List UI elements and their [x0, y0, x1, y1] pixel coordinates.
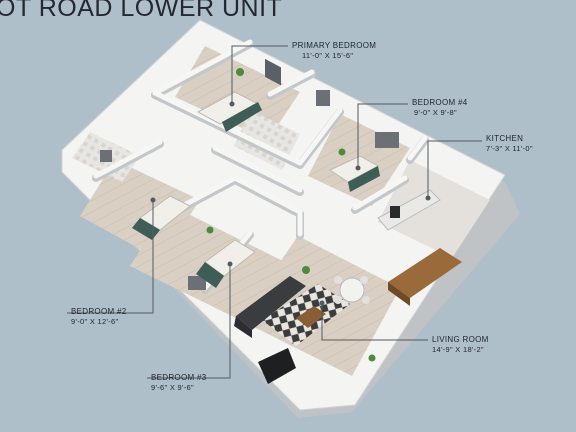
tv-console — [258, 348, 296, 384]
leader-primary — [231, 45, 288, 104]
plan-title: OT ROAD LOWER UNIT — [0, 0, 283, 22]
label-bedroom-3: BEDROOM #3 9'-6" X 9'-6" — [151, 373, 206, 392]
room-name: PRIMARY BEDROOM — [292, 41, 377, 50]
sofa — [236, 276, 306, 330]
leader-kitchen — [427, 140, 482, 198]
room-dimensions: 7'-3" X 11'-0" — [486, 144, 533, 153]
room-name: BEDROOM #2 — [71, 307, 127, 316]
room-dimensions: 9'-6" X 9'-6" — [151, 383, 194, 392]
room-name: BEDROOM #4 — [412, 98, 468, 107]
room-name: KITCHEN — [486, 134, 524, 143]
leader-bed2 — [67, 200, 154, 314]
label-bedroom-4: BEDROOM #4 9'-0" X 9'-8" — [412, 98, 467, 117]
sofa-back — [234, 316, 252, 338]
room-dimensions: 14'-9" X 18'-2" — [432, 345, 484, 354]
leader-living — [321, 303, 428, 341]
building-shell — [61, 19, 520, 418]
leader-bed4 — [357, 103, 408, 168]
room-dimensions: 9'-0" X 12'-6" — [71, 317, 119, 326]
windows — [100, 58, 399, 290]
dining-table — [339, 277, 365, 303]
room-dimensions: 11'-0" X 15'-6" — [302, 51, 354, 60]
living-room-furniture — [234, 276, 370, 384]
kitchen-counter — [377, 189, 441, 231]
label-kitchen: KITCHEN 7'-3" X 11'-0" — [486, 134, 533, 153]
kitchen-floor — [378, 160, 490, 258]
bedroom-4-bed — [328, 155, 380, 192]
room-dimensions: 9'-0" X 9'-8" — [414, 108, 457, 117]
leader-bed3 — [147, 264, 231, 379]
room-name: BEDROOM #3 — [151, 373, 207, 382]
coffee-table — [296, 306, 326, 328]
label-primary-bedroom: PRIMARY BEDROOM 11'-0" X 15'-6" — [292, 41, 376, 60]
label-leaders — [67, 45, 482, 379]
kitchen-island — [388, 248, 462, 298]
label-bedroom-2: BEDROOM #2 9'-0" X 12'-6" — [71, 307, 126, 326]
plants — [206, 68, 376, 362]
beds — [132, 91, 380, 288]
primary-bed — [196, 91, 262, 132]
kitchen-furniture — [377, 189, 462, 306]
bedroom-3-bed — [196, 239, 256, 288]
label-living-room: LIVING ROOM 14'-9" X 18'-2" — [432, 335, 489, 354]
room-name: LIVING ROOM — [432, 335, 489, 344]
